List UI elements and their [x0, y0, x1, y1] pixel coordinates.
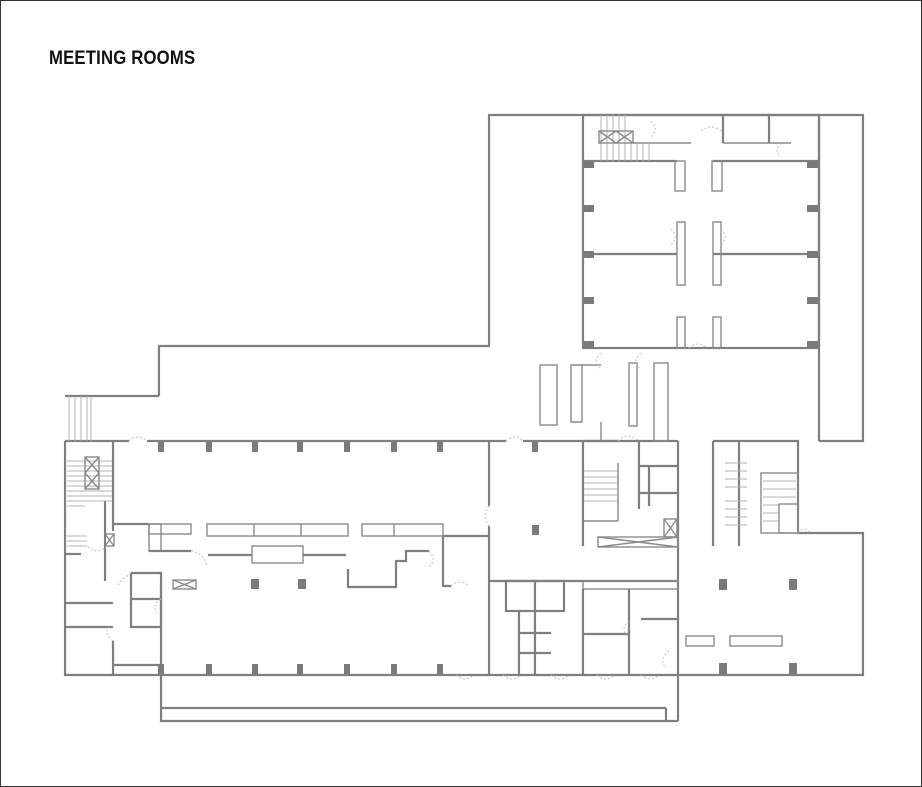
outer-walls: [63, 113, 865, 723]
meeting-room-partitions: [583, 115, 819, 349]
interior-walls: [65, 439, 783, 675]
stairs: [67, 115, 799, 547]
columns: [158, 161, 818, 674]
elevators: [84, 130, 679, 590]
lobby-partitions: [539, 362, 669, 442]
page-title: MEETING ROOMS: [49, 48, 196, 69]
door-swings: [86, 120, 811, 680]
